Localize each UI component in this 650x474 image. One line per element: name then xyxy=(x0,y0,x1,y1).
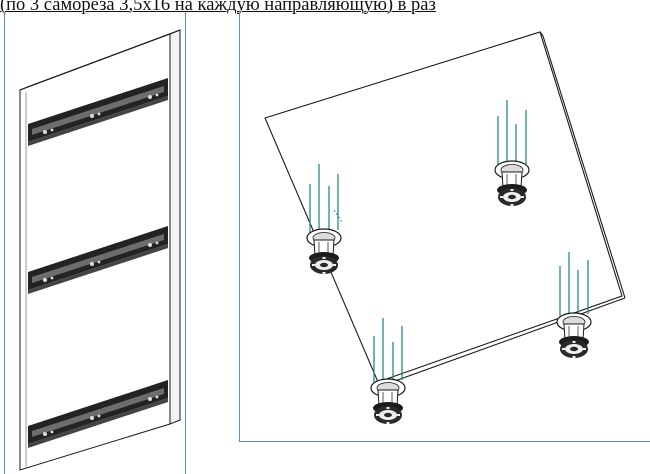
bottom-panel-drawing xyxy=(264,31,626,387)
rail-middle xyxy=(28,226,168,294)
right-figure-frame xyxy=(239,14,650,442)
left-figure-frame xyxy=(4,12,186,474)
screws xyxy=(309,100,589,390)
caption-text: (по 3 самореза 3,5х16 на каждую направля… xyxy=(0,0,436,15)
rail-top xyxy=(28,78,168,146)
rail-bottom xyxy=(28,380,168,448)
bottom-panel-face xyxy=(264,31,623,383)
